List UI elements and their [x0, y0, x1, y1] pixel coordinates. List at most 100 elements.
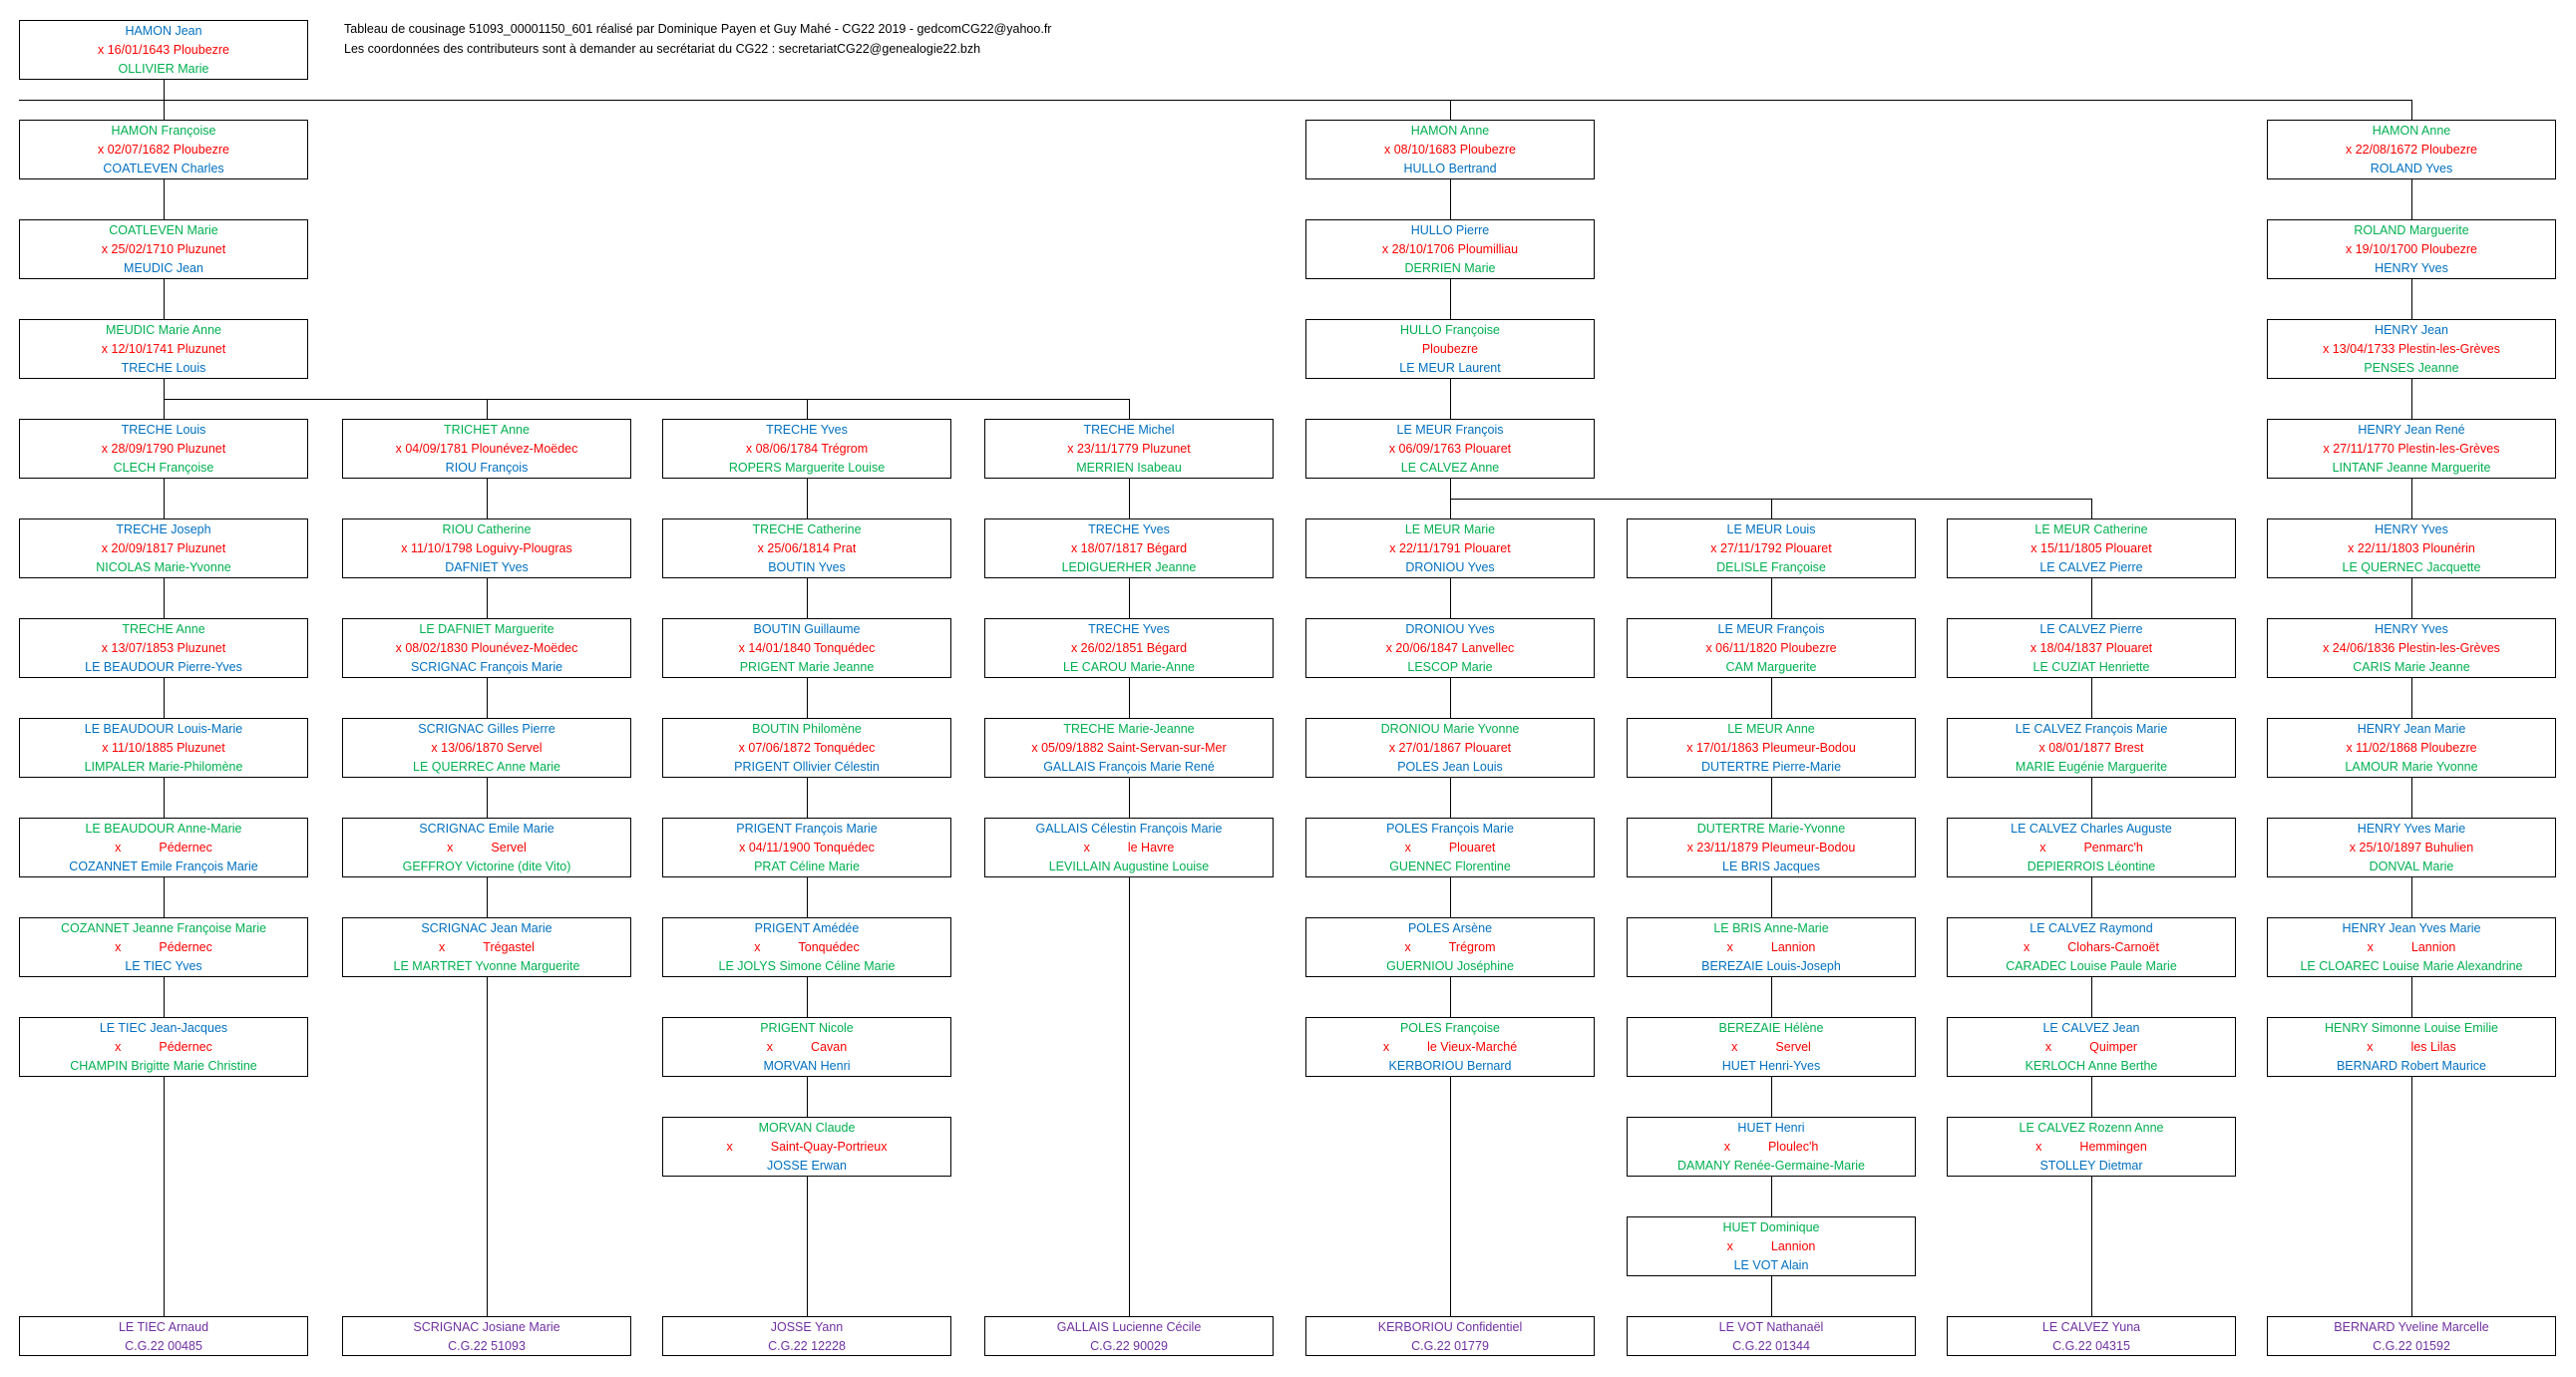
connector-vertical	[164, 279, 165, 319]
person-name: TRECHE Yves	[1088, 521, 1170, 536]
descendant-name: LE VOT Nathanaël	[1718, 1319, 1824, 1334]
marriage-info: x 22/11/1791 Plouaret	[1389, 540, 1511, 555]
spouse-name: CARIS Marie Jeanne	[2353, 660, 2470, 675]
marriage-symbol: x	[2024, 939, 2030, 954]
connector-vertical	[2091, 1177, 2092, 1316]
person-name: SCRIGNAC Gilles Pierre	[418, 721, 555, 736]
header-credits: Tableau de cousinage 51093_00001150_601 …	[344, 22, 1052, 36]
marriage-info: x 02/07/1682 Ploubezre	[97, 142, 230, 157]
person-name: COZANNET Jeanne Françoise Marie	[60, 920, 267, 935]
marriage-info: x 04/11/1900 Tonquédec	[739, 840, 875, 855]
marriage-symbol: x	[2035, 1139, 2042, 1154]
person-name: LE CALVEZ Pierre	[2039, 621, 2143, 636]
marriage-place: le Vieux-Marché	[1427, 1039, 1518, 1054]
spouse-name: BEREZAIE Louis-Joseph	[1701, 959, 1841, 974]
marriage-symbol: x	[1404, 840, 1411, 855]
person-name: DRONIOU Marie Yvonne	[1380, 721, 1520, 736]
spouse-name: RIOU François	[445, 461, 529, 476]
spouse-name: COATLEVEN Charles	[103, 162, 224, 176]
spouse-name: PRAT Céline Marie	[754, 860, 860, 874]
connector-vertical	[2411, 778, 2412, 818]
marriage-info: x 22/11/1803 Plounérin	[2348, 540, 2475, 555]
person-name: DUTERTRE Marie-Yvonne	[1696, 821, 1846, 836]
marriage-info: x 15/11/1805 Plouaret	[2030, 540, 2152, 555]
marriage-info: x 11/10/1798 Loguivy-Plougras	[401, 540, 572, 555]
person-name: LE MEUR François	[1396, 422, 1504, 437]
person-name: SCRIGNAC Emile Marie	[419, 821, 554, 836]
spouse-name: MEUDIC Jean	[124, 261, 203, 276]
connector-vertical	[2411, 1077, 2412, 1316]
connector-vertical	[1771, 499, 1772, 518]
person-name: TRECHE Louis	[121, 422, 206, 437]
connector-vertical	[2411, 279, 2412, 319]
person-name: HAMON Anne	[2372, 123, 2451, 138]
person-name: LE MEUR Marie	[1404, 521, 1496, 536]
spouse-name: HENRY Yves	[2375, 261, 2448, 276]
marriage-info: Ploubezre	[1421, 341, 1479, 356]
connector-vertical	[487, 678, 488, 718]
connector-vertical	[807, 1077, 808, 1117]
marriage-info: x 08/02/1830 Plounévez-Moëdec	[395, 640, 578, 655]
marriage-symbol: x	[115, 939, 122, 954]
spouse-name: HULLO Bertrand	[1403, 162, 1497, 176]
member-code: C.G.22 12228	[768, 1338, 846, 1353]
marriage-info: x 08/06/1784 Trégrom	[745, 441, 869, 456]
person-name: PRIGENT François Marie	[736, 821, 878, 836]
person-name: HULLO Françoise	[1399, 322, 1501, 337]
person-name: LE CALVEZ Raymond	[2029, 920, 2153, 935]
spouse-name: CAM Marguerite	[1725, 660, 1817, 675]
marriage-info: x 28/10/1706 Ploumilliau	[1381, 241, 1519, 256]
marriage-place: les Lilas	[2410, 1039, 2456, 1054]
connector-vertical	[2411, 100, 2412, 120]
connector-vertical	[2411, 179, 2412, 219]
spouse-name: DEPIERROIS Léontine	[2026, 860, 2156, 874]
connector-vertical	[1129, 578, 1130, 618]
marriage-info: x 04/09/1781 Plounévez-Moëdec	[395, 441, 578, 456]
marriage-info: x 16/01/1643 Ploubezre	[97, 42, 230, 57]
spouse-name: KERBORIOU Bernard	[1388, 1059, 1512, 1074]
marriage-symbol: x	[2039, 840, 2046, 855]
connector-vertical	[2091, 877, 2092, 917]
spouse-name: GUENNEC Florentine	[1389, 860, 1511, 874]
marriage-place: Pédernec	[159, 939, 212, 954]
person-name: TRECHE Michel	[1083, 422, 1175, 437]
root-couple-box: HAMON Jean x 16/01/1643 Ploubezre OLLIVI…	[19, 20, 308, 80]
spouse-name: GEFFROY Victorine (dite Vito)	[402, 860, 571, 874]
person-name: TRECHE Yves	[766, 422, 848, 437]
connector-vertical	[2091, 778, 2092, 818]
descendant-name: LE CALVEZ Yuna	[2041, 1319, 2141, 1334]
marriage-info: x 25/02/1710 Pluzunet	[101, 241, 226, 256]
person-name: HENRY Yves	[2375, 621, 2448, 636]
connector-vertical	[1771, 977, 1772, 1017]
marriage-info: x 19/10/1700 Ploubezre	[2345, 241, 2478, 256]
connector-vertical	[164, 877, 165, 917]
marriage-place: Servel	[1775, 1039, 1811, 1054]
spouse-name: LE BEAUDOUR Pierre-Yves	[85, 660, 242, 675]
spouse-name: POLES Jean Louis	[1397, 760, 1503, 775]
connector-vertical	[164, 1077, 165, 1316]
connector-vertical	[164, 179, 165, 219]
connector-vertical	[164, 578, 165, 618]
